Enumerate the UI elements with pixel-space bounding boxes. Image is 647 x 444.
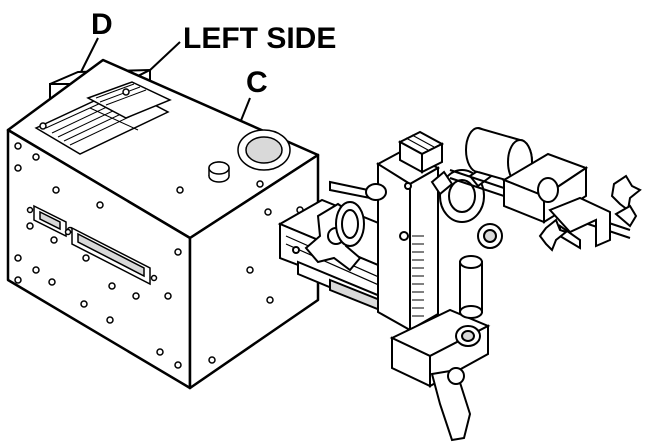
callout-left-side: LEFT SIDE bbox=[147, 22, 336, 73]
box-right-face bbox=[188, 153, 320, 390]
ribbon-connector bbox=[64, 226, 158, 286]
torch-holder bbox=[430, 127, 642, 252]
box-front-details bbox=[14, 142, 182, 369]
callout-left-side-leader bbox=[147, 41, 181, 73]
callout-left-side-label: LEFT SIDE bbox=[183, 22, 336, 55]
lower-clamp bbox=[389, 308, 491, 442]
callout-d-label: D bbox=[91, 8, 113, 41]
small-label-plate bbox=[86, 81, 172, 119]
knob-c bbox=[208, 161, 230, 183]
box-top-details bbox=[34, 81, 291, 194]
callout-c-label: C bbox=[246, 66, 268, 99]
slide-lock-handle bbox=[304, 201, 365, 272]
column-spacer bbox=[459, 255, 483, 319]
db-connector-small bbox=[26, 204, 74, 238]
vertical-carriage bbox=[329, 130, 445, 332]
